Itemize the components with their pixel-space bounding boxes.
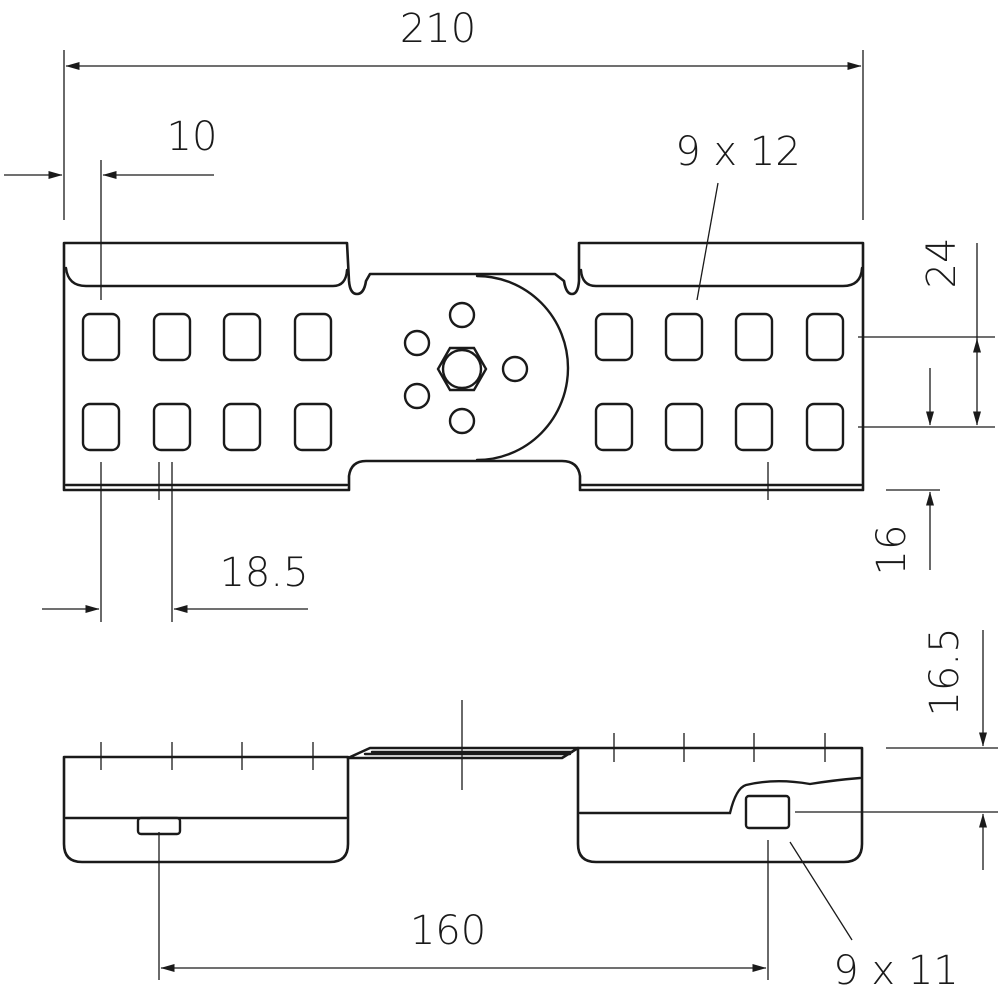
- hex-nut-bore: [441, 348, 483, 390]
- leader-line: [696, 182, 719, 301]
- bolt-hole: [403, 382, 431, 410]
- slot: [222, 312, 262, 362]
- slot-position-ticks: [100, 700, 826, 790]
- slot: [594, 402, 634, 452]
- slot: [81, 402, 121, 452]
- right-side-block: [576, 746, 864, 864]
- bolt-hole: [448, 301, 476, 329]
- leader-line: [789, 841, 853, 941]
- slot: [805, 402, 845, 452]
- dim-row-offset: 24: [919, 238, 965, 289]
- slot: [152, 312, 192, 362]
- bolt-hole: [448, 407, 476, 435]
- dim-row-spacing: 16: [869, 525, 915, 576]
- right-side-slot: [744, 794, 791, 830]
- center-plate-arc: [475, 274, 570, 462]
- dim-overall-width: 210: [400, 6, 476, 52]
- slot: [293, 402, 333, 452]
- dim-side-height: 16.5: [922, 627, 968, 716]
- dim-slot-size-top: 9 x 12: [675, 129, 800, 175]
- right-slot-group: [594, 312, 845, 452]
- slot: [805, 312, 845, 362]
- dim-hole-spacing: 160: [410, 908, 486, 954]
- slot: [734, 402, 774, 452]
- dim-slot-pitch: 18.5: [219, 550, 308, 596]
- bolt-hole: [403, 329, 431, 357]
- slot: [152, 402, 192, 452]
- right-top-lip: [579, 266, 864, 288]
- center-bolt-pattern: [403, 301, 529, 435]
- left-top-lip: [64, 266, 349, 288]
- top-view: 210 10 9 x 12 24 16 18.5: [4, 6, 995, 622]
- slot: [734, 312, 774, 362]
- slot: [664, 402, 704, 452]
- left-slot-group: [81, 312, 333, 452]
- dim-slot-size-side: 9 x 11: [833, 948, 958, 994]
- right-side-block-edge: [578, 776, 862, 815]
- bolt-hole: [501, 355, 529, 383]
- slot: [293, 312, 333, 362]
- slot: [222, 402, 262, 452]
- left-side-slot: [136, 816, 182, 836]
- slot: [81, 312, 121, 362]
- side-view: 16.5 160 9 x 11: [62, 627, 998, 994]
- slot: [594, 312, 634, 362]
- slot: [664, 312, 704, 362]
- left-side-block: [62, 755, 350, 864]
- dim-edge-offset: 10: [167, 114, 218, 160]
